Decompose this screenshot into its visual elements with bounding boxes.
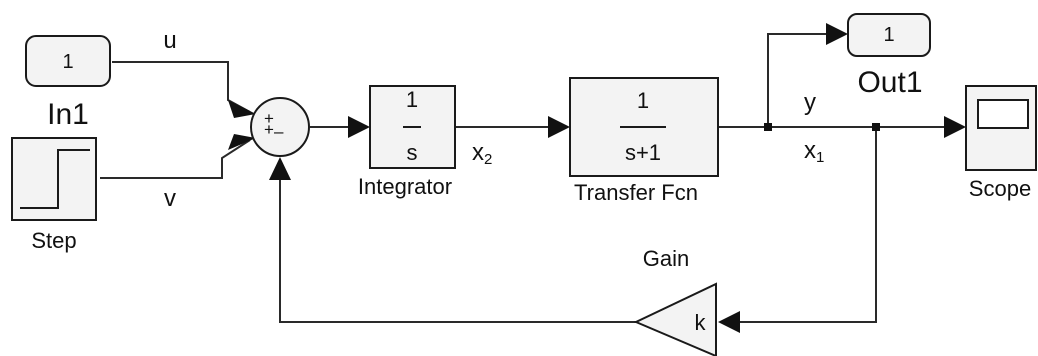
sum-sign-2: + (264, 120, 274, 139)
out1-value: 1 (883, 24, 894, 46)
transfer-fcn-label: Transfer Fcn (574, 180, 698, 205)
branch-point-feedback (872, 123, 880, 131)
in1-block[interactable]: 1 (25, 35, 111, 87)
transfer-fcn-block[interactable]: 1 s+1 (569, 77, 719, 177)
signal-y-label: y (804, 89, 816, 116)
wire-gain-to-sum (279, 170, 636, 323)
step-icon (20, 149, 90, 209)
integrator-label: Integrator (358, 174, 452, 199)
scope-screen-icon (977, 99, 1029, 129)
scope-label: Scope (969, 176, 1031, 201)
branch-point-out1 (764, 123, 772, 131)
gain-label: Gain (643, 246, 689, 271)
arrowhead-gain-in (718, 311, 740, 333)
integrator-block[interactable]: 1 s (369, 85, 456, 169)
arrowhead-integrator-in (348, 116, 370, 138)
wire-v (100, 139, 251, 179)
arrowhead-transfer-in (548, 116, 570, 138)
sum-sign-1: + (264, 109, 274, 128)
in1-label: In1 (47, 98, 89, 131)
sum-sign-3: – (274, 122, 284, 141)
arrowhead-u (228, 100, 256, 118)
signal-u-label: u (163, 27, 176, 54)
gain-block[interactable]: k (633, 282, 717, 356)
arrowhead-out1-in (826, 23, 848, 45)
integrator-numerator: 1 (406, 87, 418, 112)
scope-block[interactable] (965, 85, 1037, 171)
wire-feedback-to-gain (730, 127, 877, 323)
transfer-fcn-numerator: 1 (637, 88, 649, 113)
wire-u (112, 61, 251, 113)
sum-block[interactable]: + + – (250, 97, 310, 157)
out1-block[interactable]: 1 (847, 13, 931, 57)
out1-label: Out1 (857, 66, 922, 99)
step-block[interactable] (11, 137, 97, 221)
integrator-denominator: s (407, 140, 418, 165)
wire-to-out1 (767, 33, 834, 127)
gain-value: k (695, 310, 707, 335)
step-label: Step (31, 228, 76, 253)
arrowhead-scope-in (944, 116, 966, 138)
signal-v-label: v (164, 185, 176, 212)
signal-x2-label: x2 (472, 139, 492, 168)
in1-value: 1 (62, 51, 73, 73)
arrowhead-v (228, 134, 256, 150)
signal-x1-label: x1 (804, 137, 824, 166)
arrowhead-feedback-in (269, 157, 291, 180)
transfer-fcn-denominator: s+1 (625, 140, 661, 165)
